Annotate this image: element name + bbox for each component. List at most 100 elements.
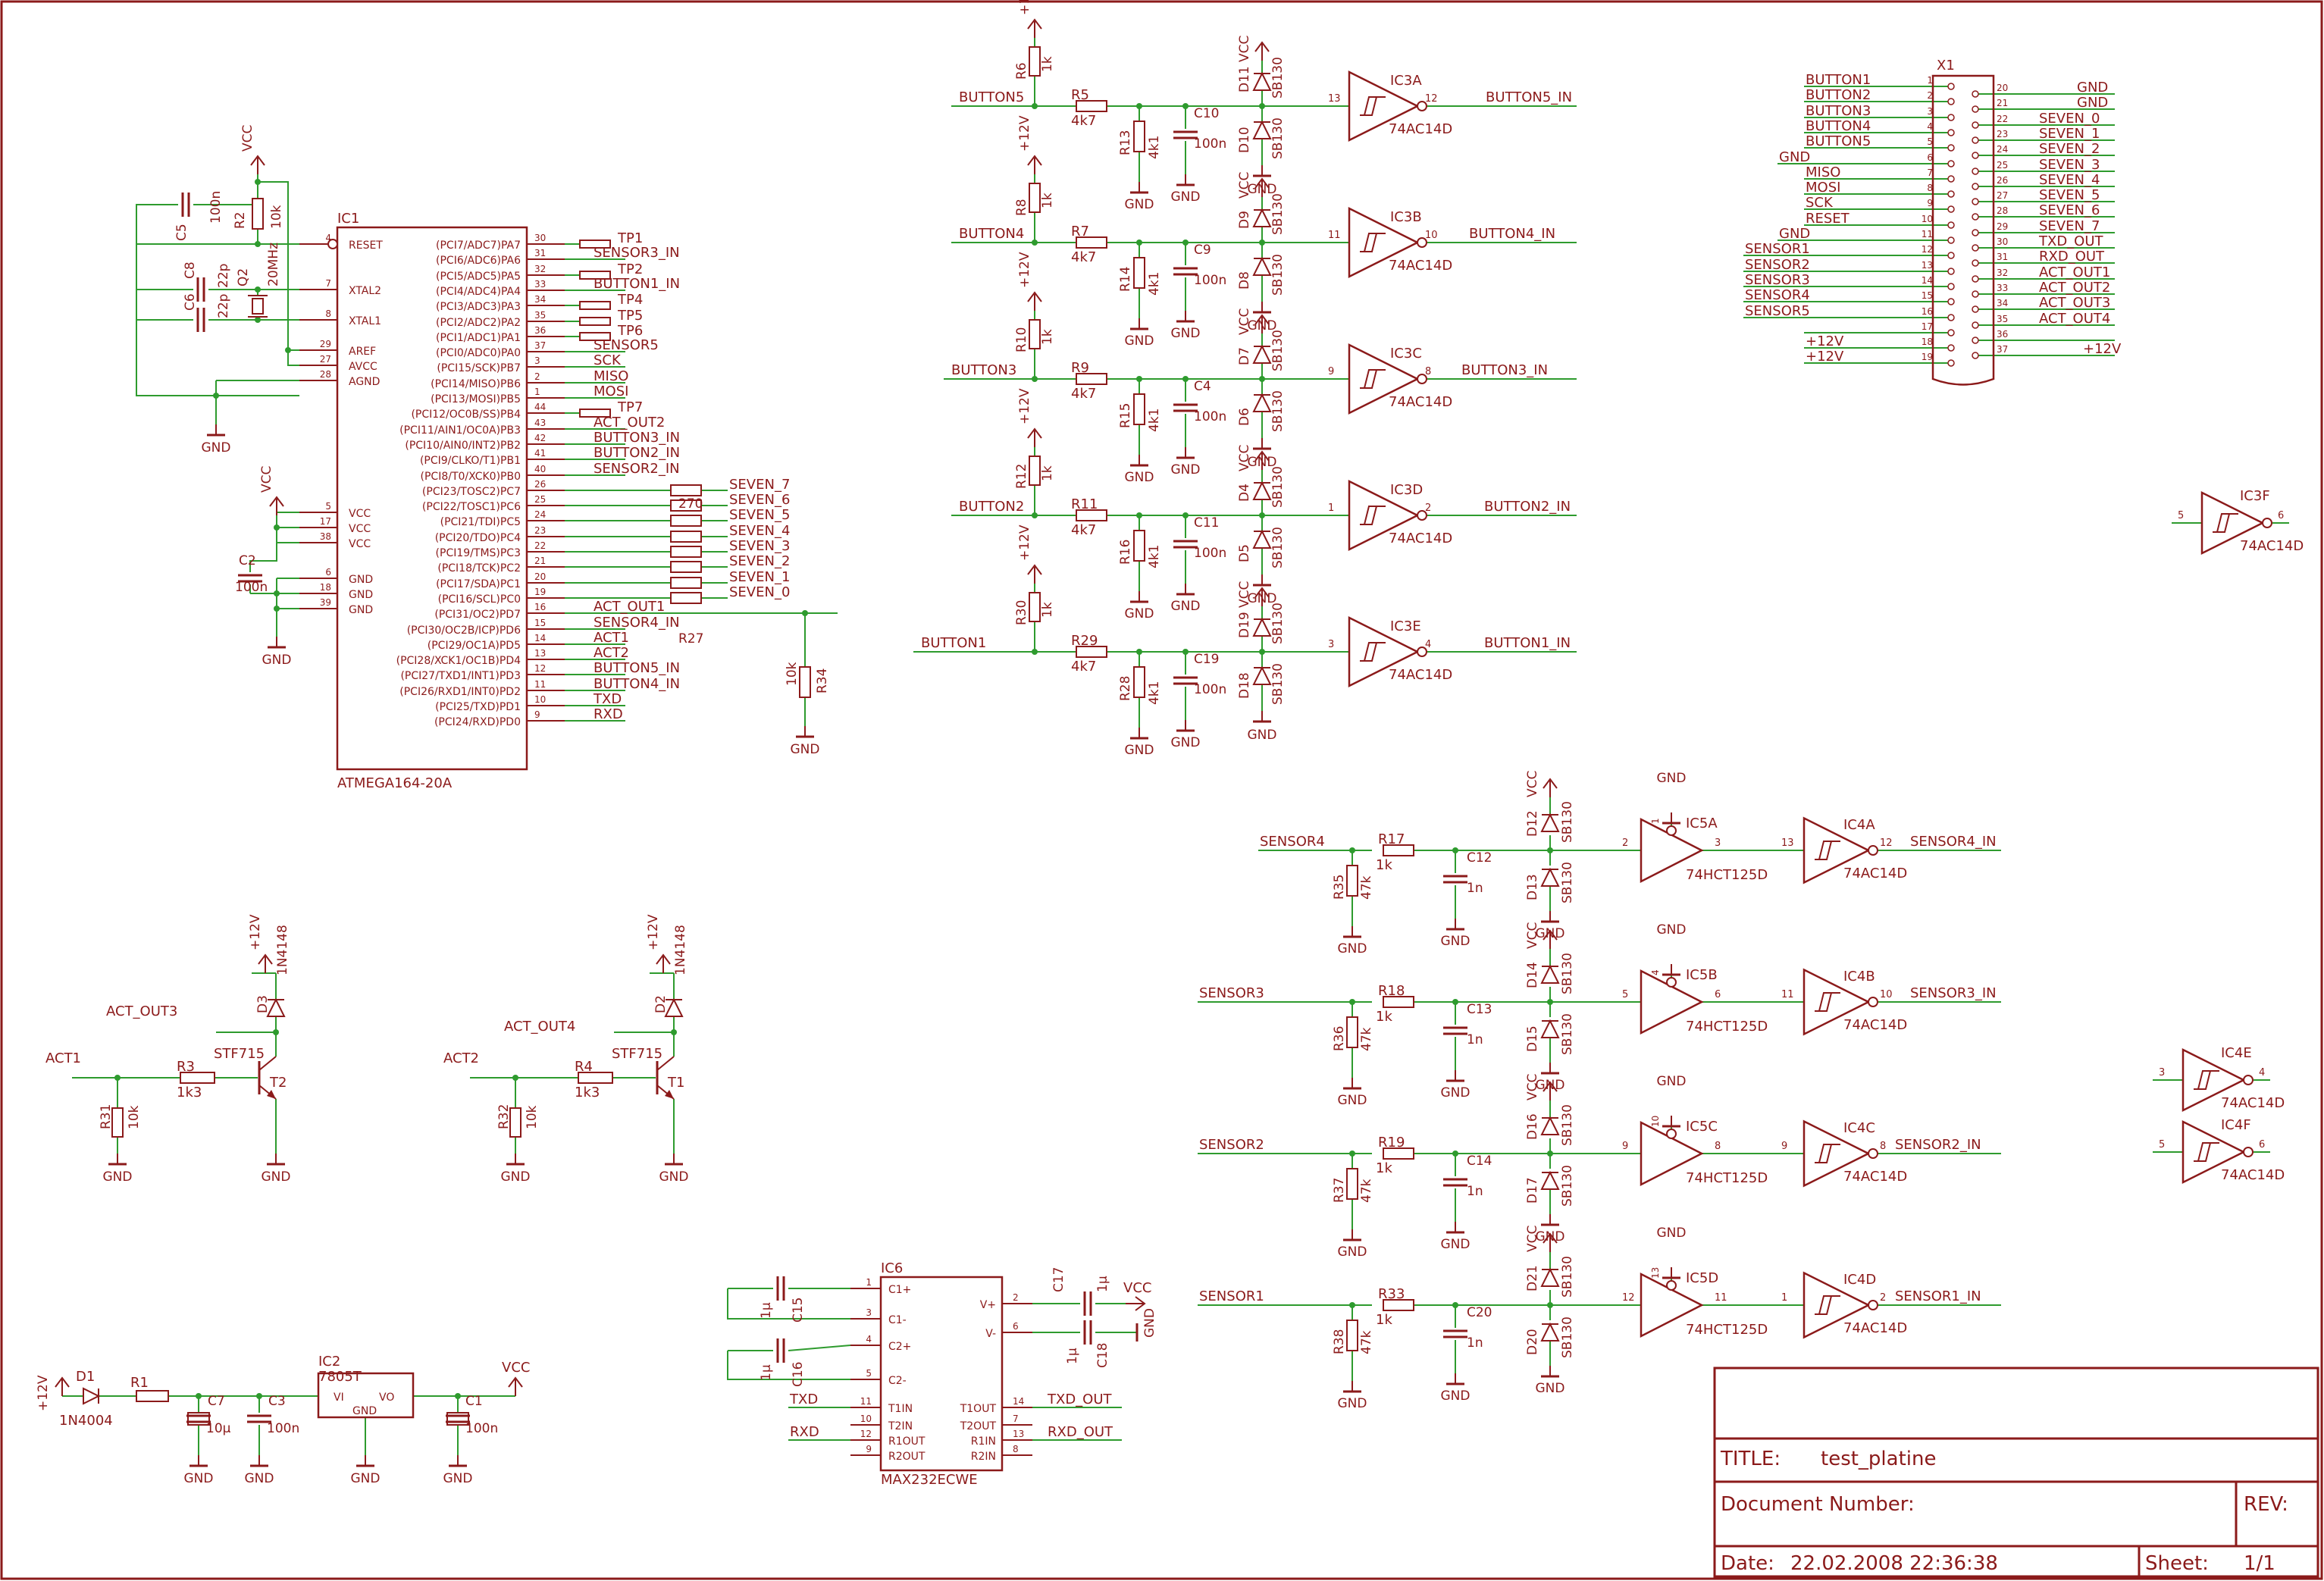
hysteresis-glyph bbox=[1818, 992, 1836, 1012]
pin-number: 4 bbox=[2259, 1067, 2265, 1079]
pin-number: 1 bbox=[1781, 1292, 1787, 1304]
supply-arrow bbox=[1543, 778, 1558, 789]
diode-ref: D17 bbox=[1525, 1177, 1540, 1204]
pulldown-value: 47k bbox=[1359, 1179, 1374, 1203]
ic1-pin-number: 9 bbox=[534, 709, 540, 720]
cap-ref: C17 bbox=[1051, 1266, 1066, 1292]
diode bbox=[1252, 617, 1272, 637]
resistor-array-element bbox=[670, 592, 702, 604]
net-label: SENSOR1_IN bbox=[1895, 1288, 1981, 1304]
supply-label: VCC bbox=[502, 1360, 530, 1376]
diode bbox=[1540, 1267, 1560, 1287]
gnd-label: GND bbox=[659, 1169, 689, 1185]
x1-pin bbox=[1947, 268, 1955, 275]
ic1-pin-number: 37 bbox=[534, 340, 546, 351]
inverter-bubble bbox=[1417, 374, 1427, 384]
ic2-pin-name: VI bbox=[334, 1392, 344, 1404]
x1-pin bbox=[1972, 167, 1979, 175]
supply-arrow bbox=[258, 953, 273, 965]
net-label: SEVEN_5 bbox=[2039, 187, 2100, 203]
diode-ref: D6 bbox=[1237, 408, 1252, 426]
x1-pin bbox=[1972, 305, 1979, 313]
resistor bbox=[1133, 121, 1145, 152]
pullup-value: 1k bbox=[1040, 193, 1055, 208]
transistor-arrow bbox=[267, 1090, 276, 1099]
ic-ref: IC3A bbox=[1390, 73, 1422, 89]
net-label: TXD_OUT bbox=[1047, 1392, 1113, 1407]
ic1-pin-name: (PCI1/ADC1)PA1 bbox=[436, 332, 521, 344]
cap-ref: C19 bbox=[1194, 652, 1220, 667]
junction-dot bbox=[1032, 376, 1038, 382]
ic1-pin-number: 17 bbox=[320, 516, 331, 527]
x1-pin bbox=[1947, 160, 1955, 167]
gnd-label: GND bbox=[1441, 934, 1471, 949]
ic1-pin-number: 31 bbox=[534, 248, 546, 258]
wire-c16 bbox=[788, 1345, 851, 1351]
x1-pin bbox=[1972, 337, 1979, 344]
ic-value: 74AC14D bbox=[2221, 1167, 2285, 1183]
gnd-label: GND bbox=[1536, 1229, 1565, 1244]
hysteresis-glyph bbox=[1364, 506, 1381, 525]
net-label: MOSI bbox=[594, 384, 628, 399]
net-label: BUTTON5 bbox=[1806, 133, 1871, 149]
junction-dot bbox=[274, 606, 280, 612]
hysteresis-glyph bbox=[1364, 369, 1381, 389]
pin-number: 8 bbox=[1425, 366, 1431, 377]
gnd-label: GND bbox=[1657, 1074, 1687, 1089]
junction-dot bbox=[1136, 239, 1142, 246]
series-res-value: 4k7 bbox=[1071, 522, 1096, 538]
gnd-label: GND bbox=[262, 653, 292, 668]
gnd-label: GND bbox=[262, 1169, 291, 1185]
rarray-ref: R27 bbox=[678, 631, 703, 646]
pin-number: 11 bbox=[1328, 230, 1341, 241]
gnd-label: GND bbox=[501, 1169, 531, 1185]
resistor bbox=[1029, 592, 1041, 622]
ic1-pin-number: 36 bbox=[534, 325, 546, 336]
x1-pin bbox=[1947, 314, 1955, 321]
supply-arrow bbox=[508, 1376, 523, 1388]
net-label: BUTTON2_IN bbox=[594, 445, 680, 461]
junction-dot bbox=[455, 1393, 461, 1399]
supply-arrow bbox=[1027, 427, 1042, 439]
gnd-label: GND bbox=[1125, 470, 1154, 485]
resistor-array-element bbox=[670, 577, 702, 589]
pin-number: 5 bbox=[2159, 1139, 2165, 1151]
inverter-bubble bbox=[2243, 1147, 2254, 1157]
net-label: ACT2 bbox=[594, 645, 629, 661]
pin-number: 3 bbox=[1715, 837, 1721, 849]
ic1-pin-name: (PCI9/CLKO/T1)PB1 bbox=[420, 455, 521, 467]
gnd-label: GND bbox=[1248, 591, 1277, 606]
docnum-label: Document Number: bbox=[1721, 1493, 1915, 1516]
resistor bbox=[1076, 373, 1107, 385]
ic1-pin-number: 14 bbox=[534, 633, 546, 643]
cap-value: 100n bbox=[1194, 682, 1226, 697]
resistor bbox=[1383, 1299, 1414, 1311]
diode bbox=[1540, 867, 1560, 887]
diode-ref: D3 bbox=[255, 995, 271, 1013]
schmitt-inverter bbox=[1348, 615, 1420, 688]
max232-pin-name: V+ bbox=[980, 1299, 996, 1311]
vcc-label: VCC bbox=[1237, 36, 1252, 62]
ic-value: 74AC14D bbox=[1389, 121, 1452, 137]
ic1-pin-number: 16 bbox=[534, 602, 546, 612]
x1-pin-number: 17 bbox=[1922, 321, 1933, 332]
ic1-pin-name: (PCI8/T0/XCK0)PB0 bbox=[421, 471, 521, 483]
ic1-pin-number: 3 bbox=[534, 355, 540, 366]
resistor bbox=[1133, 666, 1145, 698]
x1-pin-number: 25 bbox=[1997, 160, 2008, 171]
max232-body bbox=[879, 1276, 1004, 1472]
pullup-ref: R10 bbox=[1014, 327, 1029, 352]
resistor bbox=[1029, 319, 1041, 349]
wire-c5 bbox=[136, 204, 178, 244]
inverter-bubble bbox=[2262, 518, 2272, 528]
ic1-pin-name: (PCI17/SDA)PC1 bbox=[436, 578, 521, 590]
ic-value: 74HCT125D bbox=[1686, 867, 1768, 883]
max232-pin-name: T1IN bbox=[888, 1403, 913, 1415]
diode-ref: D14 bbox=[1525, 962, 1540, 988]
ic1-pin-name: (PCI18/TCK)PC2 bbox=[437, 562, 521, 574]
net-label: GND bbox=[2077, 80, 2108, 95]
inverter-bubble bbox=[1868, 845, 1878, 856]
schmitt-inverter bbox=[2181, 1047, 2246, 1113]
x1-pin-number: 6 bbox=[1927, 152, 1933, 163]
resistor bbox=[509, 1107, 521, 1138]
